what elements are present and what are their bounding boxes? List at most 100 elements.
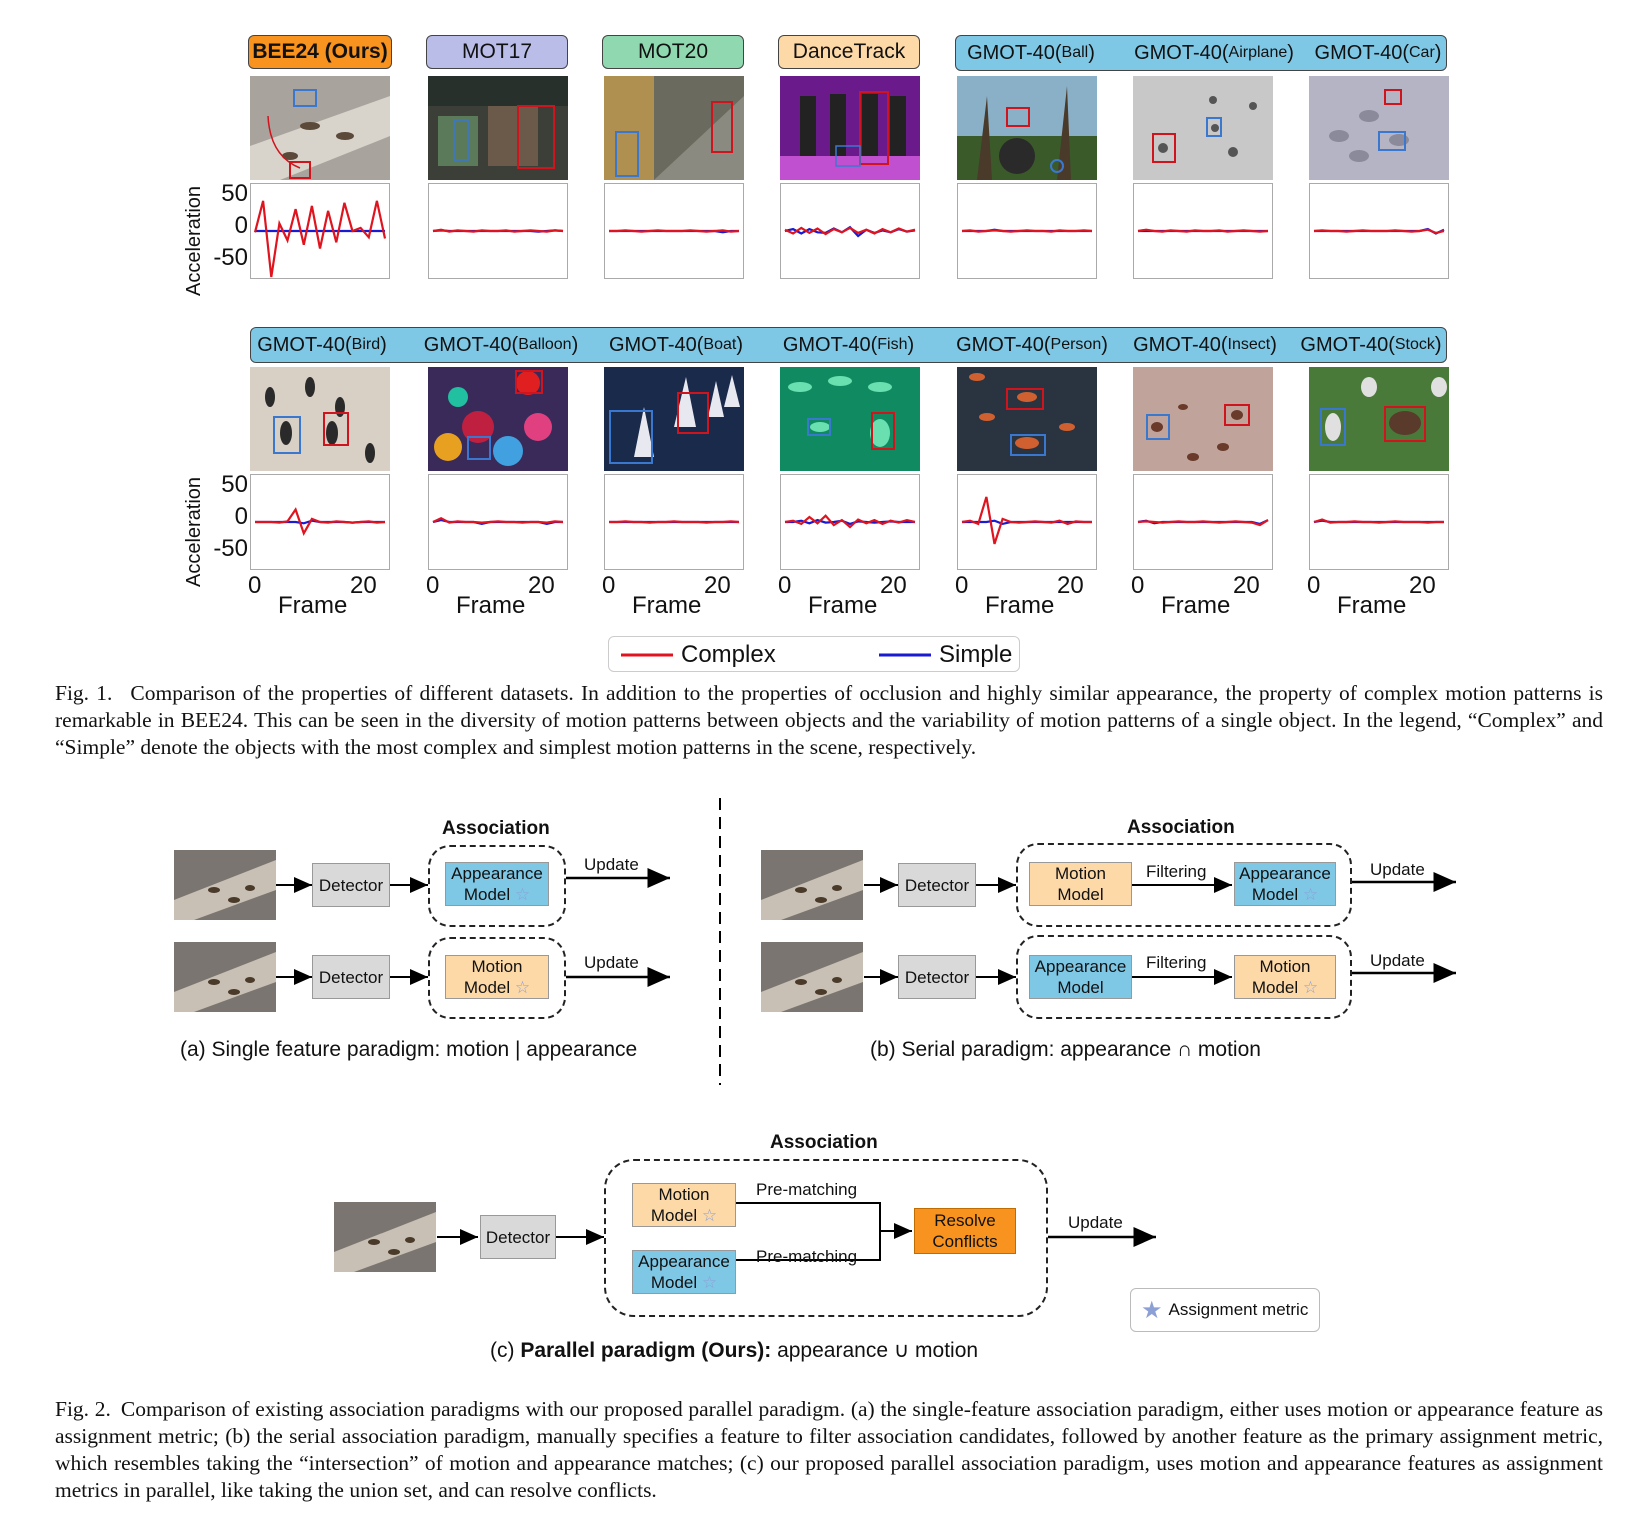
appearance-model-c-l1: Appearance xyxy=(638,1252,730,1271)
series-complex xyxy=(1137,228,1269,233)
motion-model-b2-l1: Motion xyxy=(1259,957,1311,976)
appearance-model-b2: Appearance Model xyxy=(1029,955,1132,999)
gmot-banner-row2: GMOT-40(Bird) GMOT-40(Balloon) GMOT-40(B… xyxy=(250,327,1447,363)
star-icon: ☆ xyxy=(1302,885,1319,904)
tag-gmot-bird: GMOT-40(Bird) xyxy=(257,333,387,356)
update-label-b1: Update xyxy=(1370,860,1425,879)
thumb-gmot-boat xyxy=(604,367,744,471)
x-axis-label: Frame xyxy=(808,592,878,619)
motion-model-c: Motion Model ☆ xyxy=(632,1183,736,1227)
subcaption-c-post: appearance ∪ motion xyxy=(771,1339,979,1362)
motion-model-c-l1: Motion xyxy=(658,1185,710,1204)
tag-gmot-boat: GMOT-40(Boat) xyxy=(608,333,744,356)
star-filled-icon: ★ xyxy=(1141,1296,1163,1324)
association-box-a1 xyxy=(428,845,566,927)
motion-model-b2-l2: Model ☆ xyxy=(1251,978,1319,997)
legend-complex-label: Complex xyxy=(681,641,776,668)
subcaption-b: (b) Serial paradigm: appearance ∩ motion xyxy=(870,1038,1261,1061)
prematching-label-2: Pre-matching xyxy=(756,1247,858,1266)
series-complex xyxy=(961,229,1093,233)
tag-gmot-insect: GMOT-40(Insect) xyxy=(1133,333,1277,356)
tag-gmot-airplane: GMOT-40(Airplane) xyxy=(1134,41,1294,64)
x-tick-20: 20 xyxy=(880,572,907,599)
legend: Complex Simple xyxy=(608,636,1020,672)
thumb-gmot-ball xyxy=(957,76,1097,180)
x-axis-label: Frame xyxy=(632,592,702,619)
prematching-label-1: Pre-matching xyxy=(756,1180,858,1199)
legend-simple-swatch xyxy=(879,653,931,657)
appearance-model-a-l2: Model ☆ xyxy=(463,885,531,904)
figure-2-caption-lead: Fig. 2. xyxy=(55,1397,111,1421)
detector-a2: Detector xyxy=(312,955,390,999)
plot-gmot-airplane xyxy=(1133,183,1273,279)
series-complex xyxy=(609,520,740,524)
plot-gmot-stock xyxy=(1309,474,1449,570)
legend-simple-label: Simple xyxy=(939,641,1013,668)
tag-gmot-car: GMOT-40(Car) xyxy=(1314,41,1442,64)
figure-1-caption-text: Comparison of the properties of differen… xyxy=(55,681,1603,759)
appearance-model-b1: Appearance Model ☆ xyxy=(1234,862,1336,906)
tag-gmot-person: GMOT-40(Person) xyxy=(956,333,1108,356)
plot-gmot-balloon xyxy=(428,474,568,570)
appearance-model-c-l2: Model ☆ xyxy=(650,1273,718,1292)
appearance-model-b2-l1: Appearance xyxy=(1034,957,1127,976)
star-icon: ☆ xyxy=(1302,978,1319,997)
y-tick-0-row1: 0 xyxy=(234,212,248,239)
thumb-bee24 xyxy=(250,76,390,180)
plot-gmot-fish xyxy=(780,474,920,570)
appearance-model-b1-l1: Appearance xyxy=(1239,864,1331,883)
plot-bee24 xyxy=(250,183,390,279)
x-tick-0: 0 xyxy=(1131,572,1145,599)
plot-mot20 xyxy=(604,183,744,279)
thumb-gmot-stock xyxy=(1309,367,1449,471)
appearance-model-a: Appearance Model ☆ xyxy=(445,862,549,906)
tag-gmot-stock: GMOT-40(Stock) xyxy=(1300,333,1442,356)
thumb-mot20 xyxy=(604,76,744,180)
tag-bee24: BEE24 (Ours) xyxy=(248,35,392,69)
plot-gmot-person xyxy=(957,474,1097,570)
tag-mot17: MOT17 xyxy=(426,35,568,69)
y-tick-0-row2: 0 xyxy=(234,503,248,530)
association-title-c: Association xyxy=(770,1132,878,1153)
x-tick-20: 20 xyxy=(1057,572,1084,599)
appearance-model-b2-l2: Model xyxy=(1057,978,1104,997)
detector-b2: Detector xyxy=(898,955,976,999)
star-icon: ☆ xyxy=(514,885,531,904)
figure-1-caption: Fig. 1.Comparison of the properties of d… xyxy=(55,680,1603,761)
tag-mot20: MOT20 xyxy=(602,35,744,69)
legend-complex-swatch xyxy=(621,653,673,657)
motion-model-a: Motion Model ☆ xyxy=(445,955,549,999)
detector-b1: Detector xyxy=(898,863,976,907)
x-axis-label: Frame xyxy=(985,592,1055,619)
figure-1-caption-lead: Fig. 1. xyxy=(55,681,113,705)
x-axis-label: Frame xyxy=(1161,592,1231,619)
subcaption-c-pre: (c) xyxy=(490,1339,521,1362)
input-image-b2 xyxy=(761,942,863,1012)
association-box-b1 xyxy=(1016,843,1352,927)
motion-model-b2: Motion Model ☆ xyxy=(1234,955,1336,999)
thumb-gmot-bird xyxy=(250,367,390,471)
gmot-banner-row1: GMOT-40(Ball) GMOT-40(Airplane) GMOT-40(… xyxy=(955,35,1447,71)
x-tick-20: 20 xyxy=(1409,572,1436,599)
input-image-b1 xyxy=(761,850,863,920)
appearance-model-b1-l2: Model ☆ xyxy=(1251,885,1319,904)
plot-dancetrack xyxy=(780,183,920,279)
plot-gmot-insect xyxy=(1133,474,1273,570)
subcaption-a: (a) Single feature paradigm: motion | ap… xyxy=(180,1038,638,1061)
thumb-gmot-car xyxy=(1309,76,1449,180)
x-tick-20: 20 xyxy=(704,572,731,599)
plot-gmot-bird xyxy=(250,474,390,570)
x-tick-0: 0 xyxy=(1307,572,1321,599)
x-tick-0: 0 xyxy=(955,572,969,599)
series-complex xyxy=(255,507,386,536)
association-box-c xyxy=(604,1159,1048,1317)
series-complex xyxy=(784,514,916,529)
x-tick-20: 20 xyxy=(528,572,555,599)
star-icon: ☆ xyxy=(514,978,531,997)
thumb-gmot-balloon xyxy=(428,367,568,471)
motion-model-c-l2: Model ☆ xyxy=(650,1206,718,1225)
y-tick-neg50-row1: -50 xyxy=(213,244,248,271)
association-title-a: Association xyxy=(442,818,550,839)
tag-gmot-fish: GMOT-40(Fish) xyxy=(782,333,915,356)
figure-2-caption: Fig. 2.Comparison of existing associatio… xyxy=(55,1396,1603,1504)
